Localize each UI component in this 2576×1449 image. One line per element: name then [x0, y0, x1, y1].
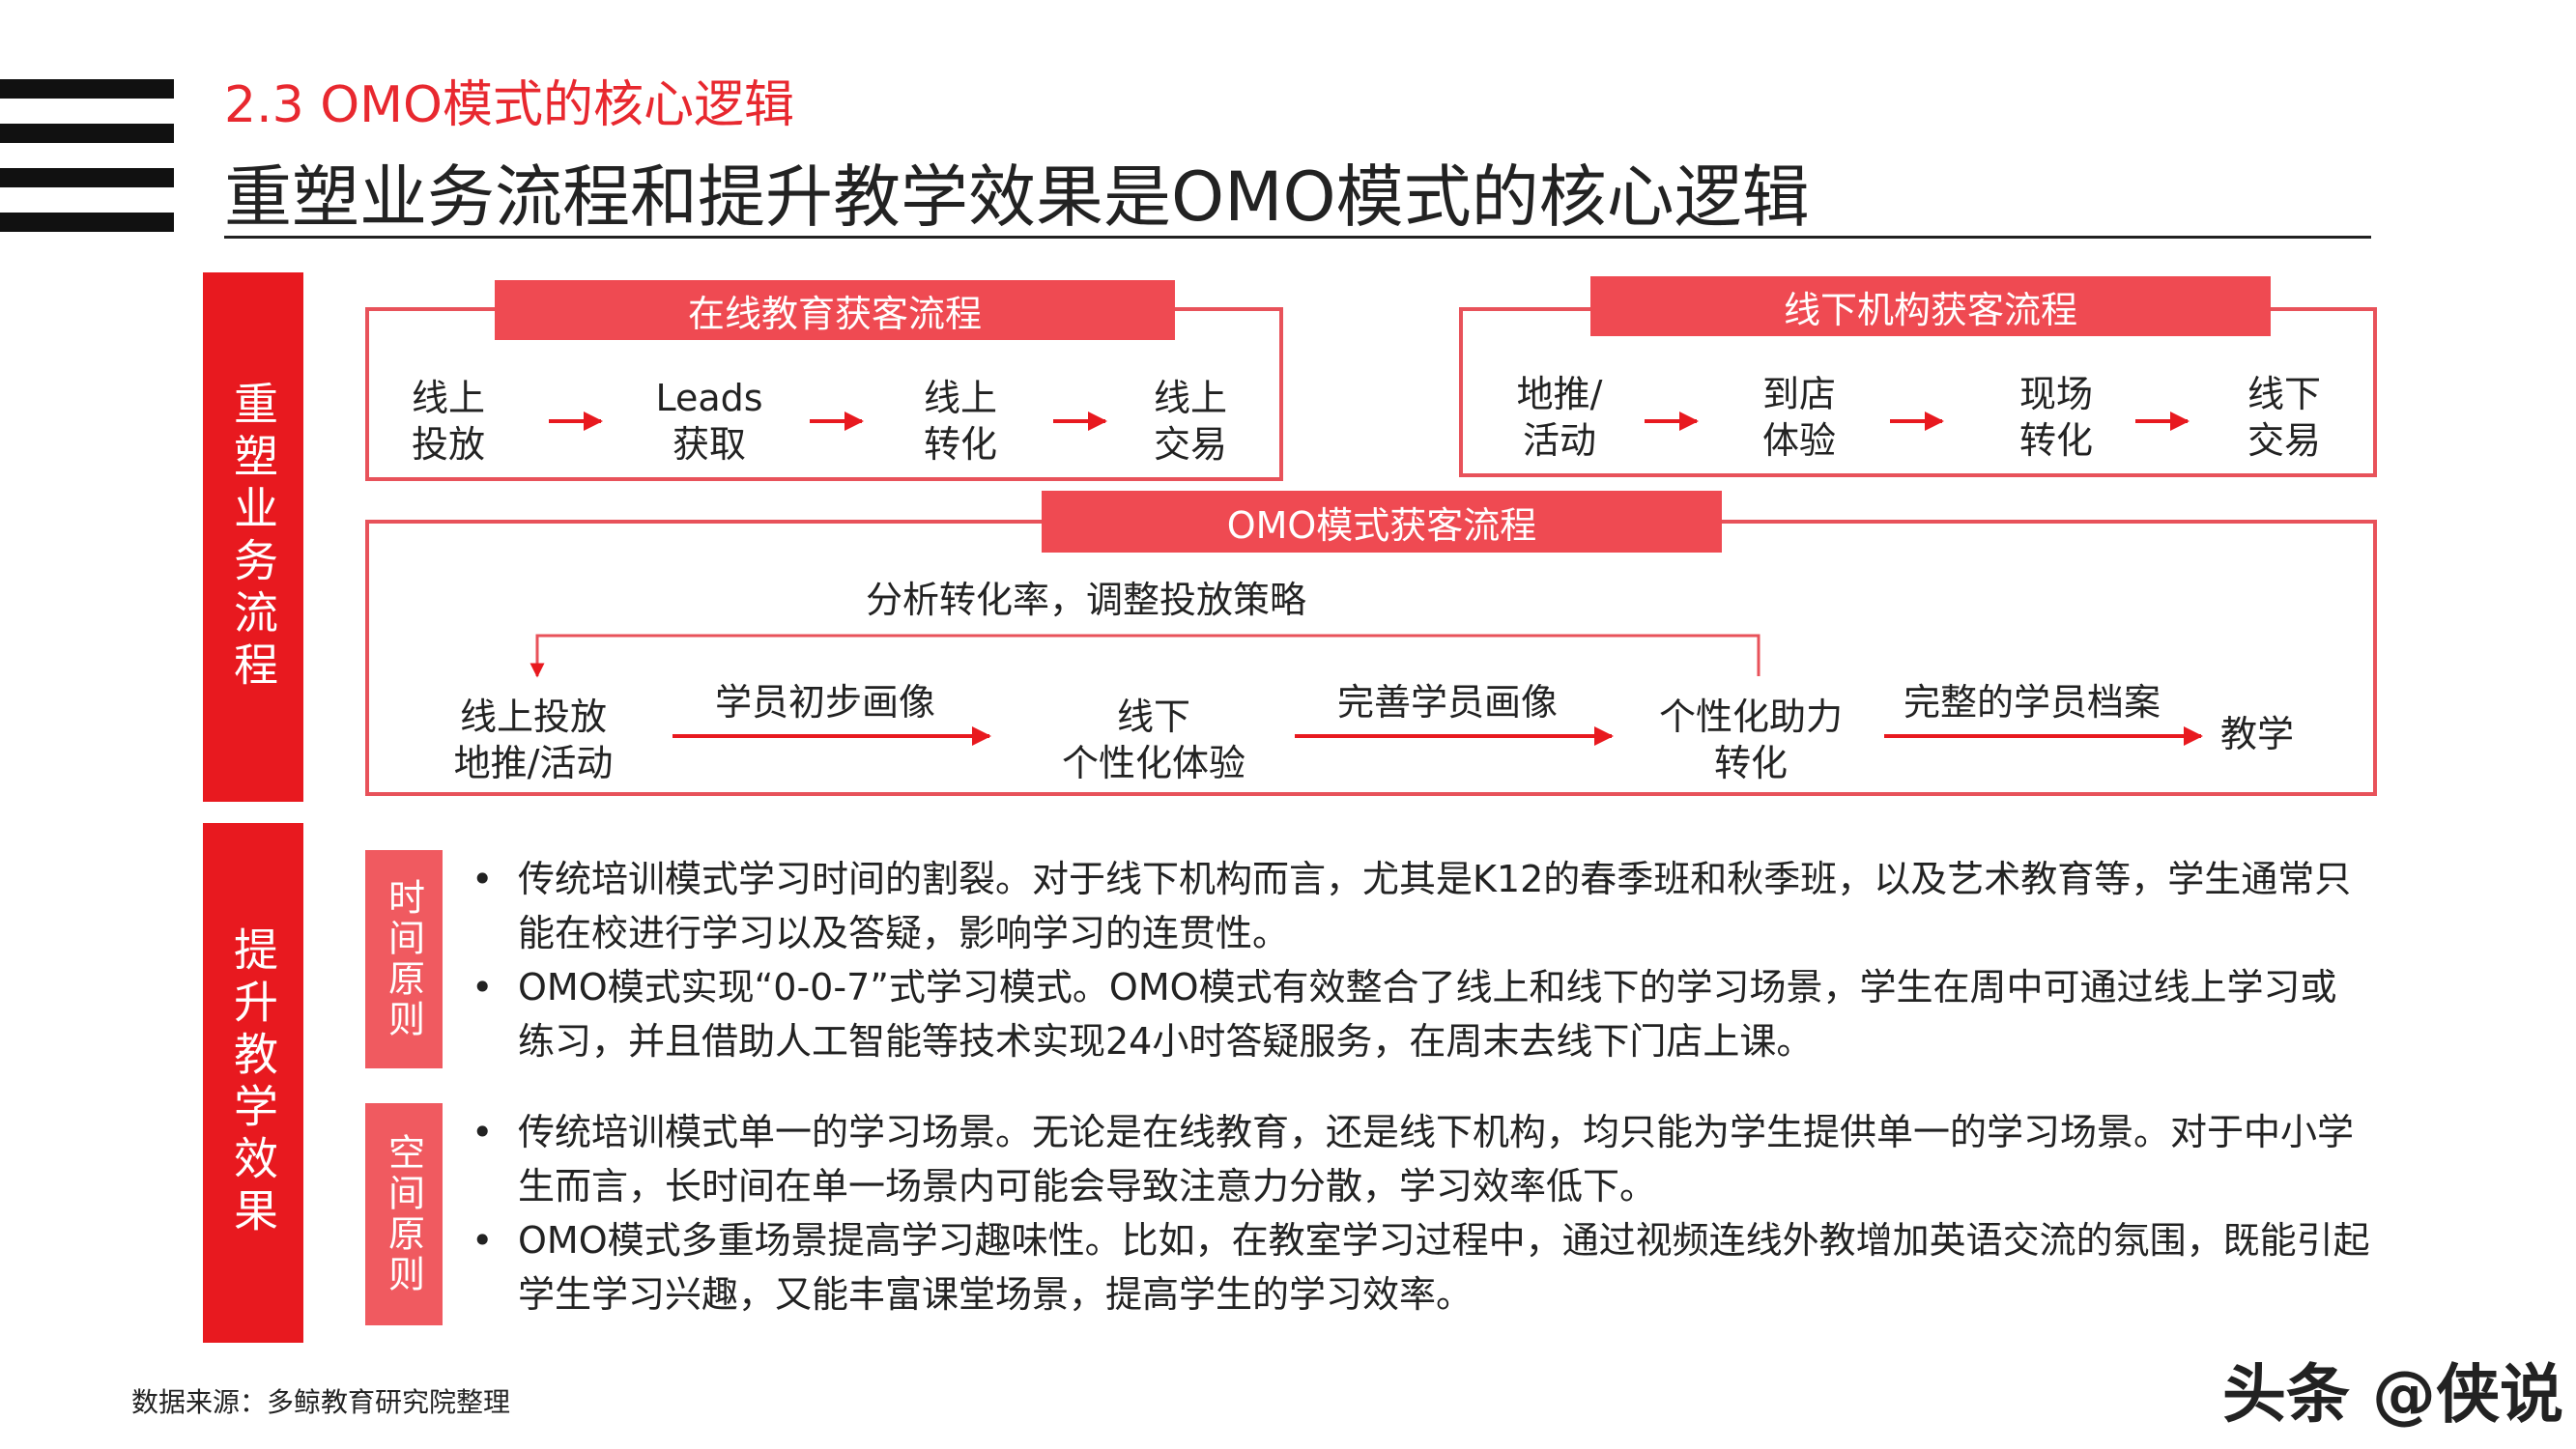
omo-node-4: 教学: [2219, 713, 2295, 755]
omo-edge-label-1: 学员初步画像: [715, 681, 936, 724]
space-principle-tag-text: 空间原则: [382, 1133, 425, 1295]
time-bullet-2: OMO模式实现“0-0-7”式学习模式。OMO模式有效整合了线上和线下的学习场景…: [460, 960, 2373, 1068]
side-label-reshape-text: 重塑业务流程: [227, 381, 279, 694]
decor-stripe-4: [0, 213, 174, 232]
offline-flow-title: 线下机构获客流程: [1590, 276, 2271, 336]
online-step-4: 线上交易: [1153, 377, 1228, 466]
offline-step-1: 地推/活动: [1516, 373, 1603, 462]
omo-flow-box: [365, 520, 2377, 796]
side-label-reshape: 重塑业务流程: [203, 272, 303, 802]
decor-stripe-1: [0, 79, 174, 99]
time-principle-tag-text: 时间原则: [382, 878, 425, 1040]
online-step-1: 线上投放: [411, 377, 486, 466]
watermark: 头条 @侠说: [2222, 1357, 2563, 1432]
space-bullet-2: OMO模式多重场景提高学习趣味性。比如，在教室学习过程中，通过视频连线外教增加英…: [460, 1213, 2373, 1321]
space-principle-tag: 空间原则: [365, 1103, 443, 1325]
online-step-3: 线上转化: [923, 377, 998, 466]
offline-step-4: 线下交易: [2247, 373, 2322, 462]
space-bullet-1: 传统培训模式单一的学习场景。无论是在线教育，还是线下机构，均只能为学生提供单一的…: [460, 1105, 2373, 1213]
omo-node-1: 线上投放地推/活动: [453, 696, 614, 784]
title-divider: [224, 236, 2371, 239]
page-title: 重塑业务流程和提升教学效果是OMO模式的核心逻辑: [224, 157, 1810, 237]
omo-node-3: 个性化助力转化: [1658, 696, 1844, 784]
time-bullet-1: 传统培训模式学习时间的割裂。对于线下机构而言，尤其是K12的春季班和秋季班，以及…: [460, 852, 2373, 960]
omo-edge-label-3: 完整的学员档案: [1903, 681, 2161, 724]
time-principle-tag: 时间原则: [365, 850, 443, 1068]
omo-node-2: 线下个性化体验: [1061, 696, 1246, 784]
time-principle-bullets: 传统培训模式学习时间的割裂。对于线下机构而言，尤其是K12的春季班和秋季班，以及…: [460, 852, 2373, 1068]
omo-feedback-label: 分析转化率，调整投放策略: [866, 579, 1307, 621]
offline-step-3: 现场转化: [2018, 373, 2094, 462]
decor-stripe-3: [0, 168, 174, 187]
offline-step-2: 到店体验: [1761, 373, 1837, 462]
online-flow-title: 在线教育获客流程: [495, 280, 1175, 340]
omo-edge-label-2: 完善学员画像: [1337, 681, 1559, 724]
decor-stripe-2: [0, 124, 174, 143]
feedback-loop-line: [530, 634, 1760, 678]
side-label-improve: 提升教学效果: [203, 823, 303, 1343]
data-source-note: 数据来源：多鲸教育研究院整理: [131, 1386, 511, 1418]
omo-flow-title: OMO模式获客流程: [1042, 491, 1722, 553]
side-label-improve-text: 提升教学效果: [227, 926, 279, 1239]
section-title: 2.3 OMO模式的核心逻辑: [224, 76, 794, 134]
space-principle-bullets: 传统培训模式单一的学习场景。无论是在线教育，还是线下机构，均只能为学生提供单一的…: [460, 1105, 2373, 1321]
